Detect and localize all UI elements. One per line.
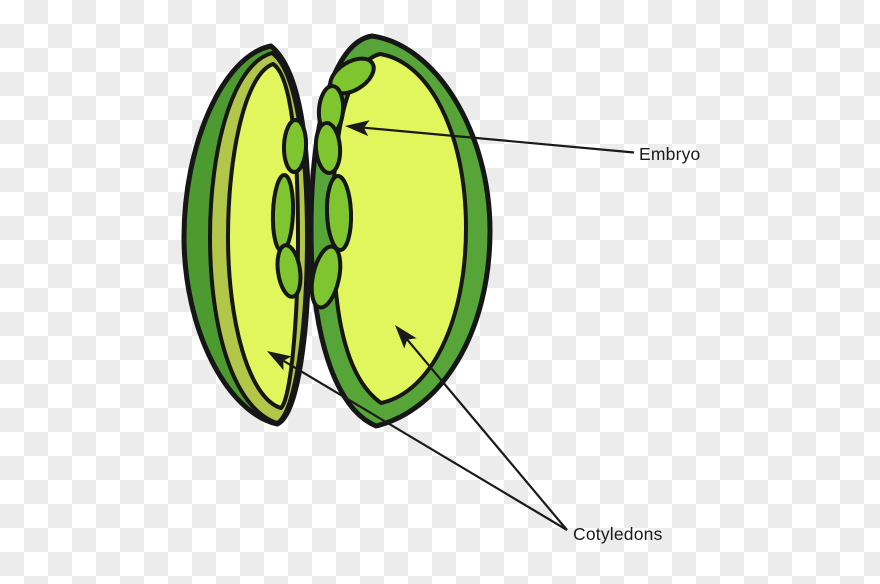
embryo-lobe bbox=[275, 243, 303, 299]
embryo-lobe bbox=[324, 174, 354, 252]
cotyledons-arrowhead-right bbox=[395, 325, 417, 349]
embryo-lobe bbox=[309, 244, 343, 310]
embryo-leader-line bbox=[363, 126, 635, 154]
label-cotyledons: Cotyledons bbox=[573, 524, 663, 544]
embryo-structure bbox=[270, 56, 376, 310]
cotyledons-leader-line-right bbox=[406, 338, 568, 531]
cotyledons-leader-line-left bbox=[282, 359, 568, 531]
embryo-lobe bbox=[281, 118, 309, 174]
label-embryo: Embryo bbox=[639, 144, 701, 164]
embryo-lobe bbox=[270, 173, 296, 253]
label-leaders bbox=[267, 120, 635, 531]
embryo-arrowhead bbox=[345, 120, 370, 137]
embryo-lobe bbox=[313, 121, 343, 175]
cotyledons-arrowhead-left bbox=[267, 351, 292, 371]
